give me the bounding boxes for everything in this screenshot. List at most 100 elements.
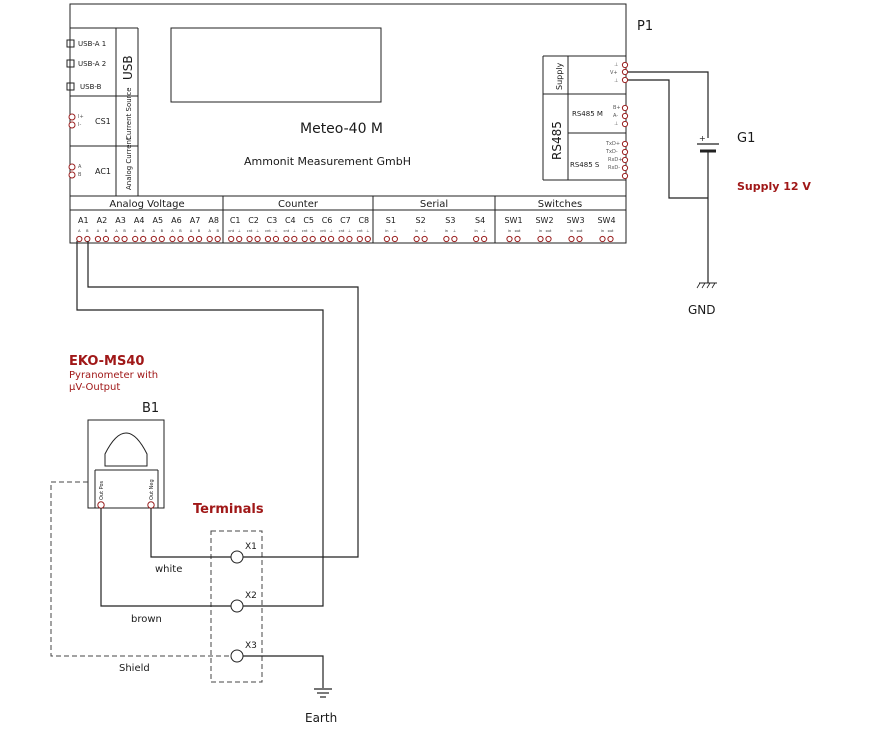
svg-text:AC1: AC1 — [95, 167, 111, 176]
channel-terminal-c4 — [283, 235, 290, 243]
channel-terminal-s1 — [391, 235, 398, 243]
svg-text:B+: B+ — [613, 105, 621, 111]
channel-pin-label: ⊥ — [256, 229, 259, 233]
channel-terminal-a1 — [76, 235, 83, 243]
channel-terminal-c4 — [291, 235, 298, 243]
channel-label-a8: A8 — [208, 216, 219, 225]
channel-label-c5: C5 — [303, 216, 314, 225]
shield-label: Shield — [119, 663, 150, 674]
sensor-subtitle-2: µV-Output — [69, 382, 120, 393]
svg-text:⊥: ⊥ — [614, 78, 618, 84]
channel-pin-label: cnt — [339, 229, 345, 233]
channel-terminal-c2 — [246, 235, 253, 243]
channel-pin-label: in — [570, 229, 573, 233]
channel-pin-label: cnt — [302, 229, 308, 233]
rs485-group-label: RS485 — [550, 121, 564, 160]
channel-label-c4: C4 — [285, 216, 296, 225]
channel-pin-label: cnt — [284, 229, 290, 233]
channel-pin-label: out — [515, 229, 521, 233]
channel-pin-label: A — [171, 229, 174, 233]
channel-terminal-a4 — [132, 235, 139, 243]
channel-pin-label: B — [198, 229, 201, 233]
wire-shield — [50, 481, 231, 657]
channel-terminal-sw1 — [514, 235, 521, 243]
svg-text:+: + — [699, 134, 706, 143]
section-analog-voltage: Analog Voltage — [109, 199, 184, 210]
channel-terminal-a5 — [158, 235, 165, 243]
channel-terminal-sw4 — [607, 235, 614, 243]
svg-text:USB-A 1: USB-A 1 — [78, 40, 106, 48]
channel-pin-label: B — [179, 229, 182, 233]
svg-text:RxD-: RxD- — [608, 165, 620, 171]
channel-terminal-sw3 — [576, 235, 583, 243]
svg-text:A: A — [78, 164, 82, 170]
logger-maker: Ammonit Measurement GmbH — [244, 155, 411, 168]
channel-terminal-a3 — [113, 235, 120, 243]
channel-terminal-s4 — [481, 235, 488, 243]
channel-pin-label: cnt — [247, 229, 253, 233]
channel-pin-label: out — [546, 229, 552, 233]
channel-terminal-sw3 — [568, 235, 575, 243]
channel-pin-label: A — [134, 229, 137, 233]
channel-label-a6: A6 — [171, 216, 182, 225]
channel-terminal-a8 — [214, 235, 221, 243]
svg-text:X3: X3 — [245, 641, 257, 651]
sensor-title: EKO-MS40 — [69, 354, 144, 369]
channel-terminal-a2 — [102, 235, 110, 243]
rs485-s-label: RS485 S — [570, 161, 600, 169]
svg-text:⊥: ⊥ — [614, 62, 618, 68]
channel-label-sw3: SW3 — [566, 216, 584, 225]
supply-ref: G1 — [737, 131, 755, 146]
channel-pin-label: B — [216, 229, 219, 233]
channel-terminal-a7 — [195, 235, 203, 243]
channel-label-a5: A5 — [153, 216, 164, 225]
channel-label-s4: S4 — [475, 216, 485, 225]
channel-terminal-c5 — [309, 235, 316, 243]
svg-text:⊥: ⊥ — [614, 121, 618, 127]
channel-terminal-a7 — [187, 235, 195, 243]
channel-terminal-s1 — [383, 235, 390, 243]
channel-terminal-sw4 — [599, 235, 606, 243]
channel-pin-label: ⊥ — [293, 229, 296, 233]
channel-terminal-a2 — [94, 235, 102, 243]
supply-battery: + — [628, 71, 719, 289]
svg-text:I+: I+ — [78, 114, 84, 120]
rs485-m-terminals: B+ A- ⊥ — [613, 104, 629, 128]
channel-label-c2: C2 — [248, 216, 259, 225]
channel-label-c1: C1 — [230, 216, 241, 225]
channel-pin-label: A — [208, 229, 211, 233]
sensor-ref: B1 — [142, 401, 159, 416]
usb-group-label: USB — [121, 55, 135, 80]
channel-terminal-a6 — [169, 235, 176, 243]
channel-label-s1: S1 — [386, 216, 396, 225]
channel-label-a2: A2 — [97, 216, 108, 225]
channel-terminal-c7 — [346, 235, 353, 243]
channel-pin-label: cnt — [228, 229, 234, 233]
channel-label-c6: C6 — [322, 216, 333, 225]
svg-text:TxD+: TxD+ — [605, 141, 620, 147]
channel-pin-label: A — [78, 229, 81, 233]
channel-terminal-c1 — [236, 235, 243, 243]
channel-pin-label: in — [508, 229, 511, 233]
channel-pin-label: ⊥ — [423, 229, 426, 233]
current-source-port: I+ I- CS1 Current Source — [68, 87, 133, 140]
channel-terminal-c8 — [356, 235, 363, 243]
channel-label-c7: C7 — [340, 216, 351, 225]
channel-terminal-a1 — [84, 235, 91, 243]
channel-pin-label: ⊥ — [311, 229, 314, 233]
channel-label-s2: S2 — [416, 216, 426, 225]
channel-pin-label: ⊥ — [274, 229, 277, 233]
usb-port-2: USB-A 2 — [66, 59, 106, 68]
channel-pin-label: ⊥ — [393, 229, 396, 233]
channel-terminal-c3 — [272, 235, 280, 243]
terminal-x1: X1 — [230, 542, 257, 564]
svg-text:I-: I- — [78, 122, 81, 128]
svg-text:Out Neg: Out Neg — [149, 479, 155, 500]
channel-pin-label: in — [601, 229, 604, 233]
wire-brown — [100, 508, 231, 607]
channel-pin-label: ⊥ — [366, 229, 369, 233]
channel-pin-label: ⊥ — [483, 229, 486, 233]
channel-pin-label: A — [190, 229, 193, 233]
